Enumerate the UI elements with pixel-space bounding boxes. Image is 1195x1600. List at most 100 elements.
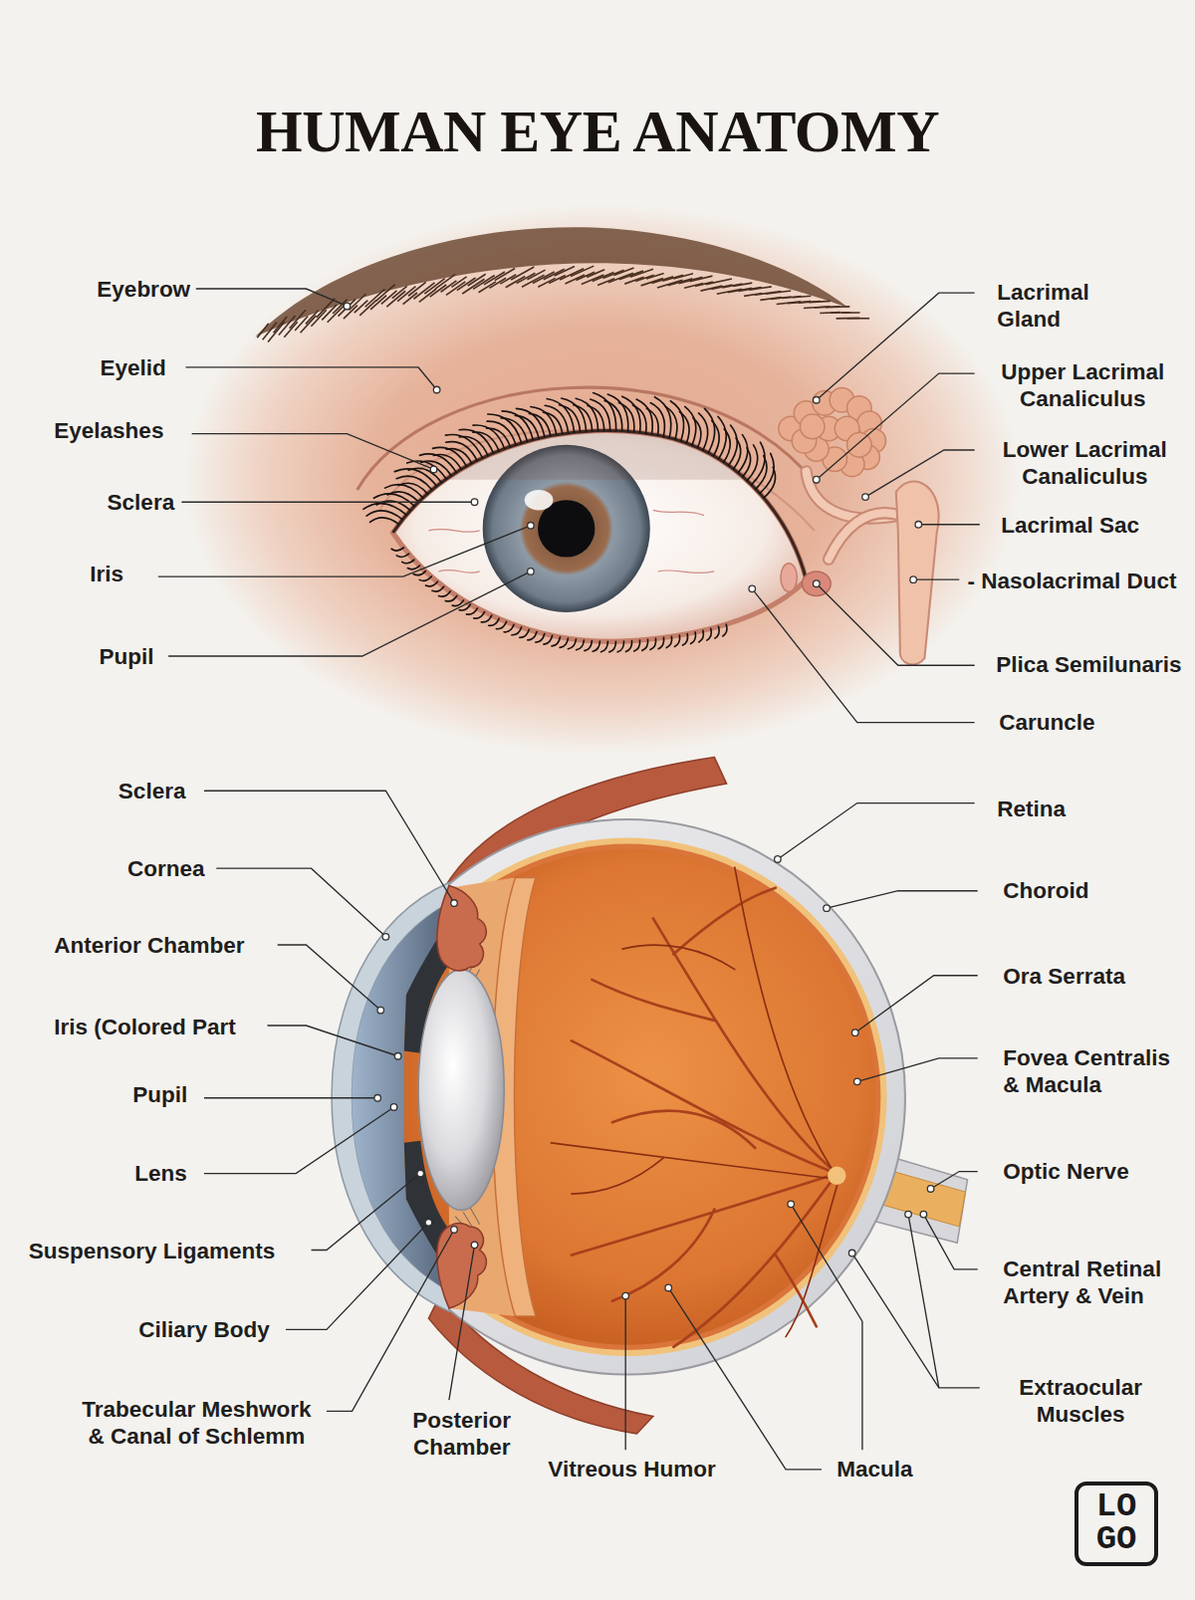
- logo-box: LO GO: [1074, 1481, 1159, 1567]
- part-label: Vitreous Humor: [547, 1455, 716, 1483]
- eyelash: [650, 638, 657, 650]
- leader-line: [204, 1097, 378, 1099]
- eyelash: [705, 408, 716, 453]
- external-eye: [183, 204, 1020, 755]
- eyelash: [622, 396, 641, 433]
- eyelash: [495, 621, 506, 629]
- eyelash: [679, 412, 690, 444]
- leader-line: [826, 891, 978, 909]
- leader-line: [326, 1229, 455, 1412]
- part-label: Eyelid: [99, 354, 166, 382]
- leader-line: [168, 571, 531, 657]
- brow-hair: [359, 300, 377, 316]
- eyelash: [670, 401, 684, 442]
- eyelash: [370, 517, 400, 525]
- eyelash: [573, 405, 593, 432]
- leader-line: [816, 373, 975, 480]
- part-label: Trabecular Meshwork & Canal of Schlemm: [71, 1396, 322, 1450]
- eyelash: [535, 633, 545, 643]
- diagram-title: HUMAN EYE ANATOMY: [0, 95, 1195, 168]
- brow-hair: [338, 298, 357, 316]
- part-label: Posterior Chamber: [398, 1407, 526, 1461]
- brow-hair: [608, 272, 634, 282]
- part-label: Suspensory Ligaments: [28, 1237, 276, 1265]
- eyelash: [693, 418, 702, 449]
- brow-hair: [651, 276, 674, 284]
- eyelash: [607, 394, 629, 432]
- eyelash: [445, 595, 457, 601]
- part-label: Cornea: [127, 855, 206, 883]
- brow-hair: [457, 277, 477, 291]
- eyelash: [592, 641, 600, 652]
- eyelash: [609, 641, 617, 653]
- part-label: Ciliary Body: [138, 1316, 269, 1344]
- eyelash: [587, 405, 605, 431]
- leader-dot: [748, 585, 756, 593]
- eyelash: [567, 639, 576, 650]
- part-label: Eyebrow: [96, 275, 191, 303]
- gland-lobe: [847, 433, 873, 459]
- eyelash: [527, 632, 537, 641]
- optic-disc: [827, 1166, 846, 1185]
- eyelash: [632, 405, 647, 434]
- retinal-vessels: [550, 867, 839, 1348]
- leader-dot: [823, 905, 831, 913]
- part-label: Ora Serrata: [1002, 962, 1126, 990]
- lacrimal-gland: [778, 387, 887, 477]
- leader-line: [923, 1214, 977, 1270]
- brow-hair: [706, 278, 732, 285]
- eyelash: [530, 407, 557, 436]
- eyelash: [763, 467, 776, 498]
- leader-dot: [527, 522, 535, 530]
- leader-line: [204, 1107, 395, 1175]
- brow-hair: [657, 279, 684, 288]
- eyelash: [474, 612, 485, 620]
- caruncle: [801, 571, 831, 597]
- part-label: Lacrimal Sac: [1000, 511, 1140, 539]
- leader-dot: [417, 1170, 425, 1178]
- eyelash: [674, 635, 680, 647]
- brow-hair: [397, 286, 416, 302]
- leader-dot: [927, 1186, 935, 1194]
- brow-hair: [765, 290, 791, 294]
- ciliary-upper: [437, 886, 486, 971]
- leader-line: [855, 975, 978, 1033]
- skin: [183, 204, 1020, 755]
- leader-line: [865, 450, 975, 497]
- leader-dot: [390, 1104, 398, 1112]
- part-label: Fovea Centralis & Macula: [1002, 1044, 1190, 1099]
- eyelash: [601, 641, 609, 652]
- leader-dot: [622, 1292, 630, 1300]
- leader-line: [216, 868, 386, 938]
- eyelash: [480, 615, 492, 623]
- brow-hair: [581, 274, 605, 285]
- brow-hair: [348, 293, 366, 310]
- part-label: Pupil: [98, 643, 154, 671]
- leader-dot: [851, 1029, 859, 1037]
- leader-dot: [774, 856, 782, 864]
- eyelash: [755, 456, 767, 489]
- brow-hair: [613, 267, 634, 275]
- leader-dot: [910, 576, 918, 584]
- eyelash: [576, 640, 585, 651]
- eyelash: [373, 493, 415, 506]
- leader-dot: [665, 1284, 673, 1292]
- ciliary-lower: [437, 1223, 486, 1309]
- leader-dot: [787, 1200, 795, 1208]
- leader-dot: [854, 1078, 862, 1086]
- eyelash: [685, 406, 697, 446]
- leader-line: [186, 367, 438, 391]
- brow-hair: [646, 272, 665, 279]
- lid-shadow: [393, 431, 807, 581]
- eyelash: [402, 559, 415, 564]
- leader-dot: [813, 580, 821, 588]
- eyelash: [452, 600, 464, 607]
- eyelash: [396, 476, 433, 490]
- part-label: Anterior Chamber: [53, 932, 244, 959]
- brow-hair: [597, 278, 615, 286]
- brow-hair: [548, 274, 566, 283]
- eyelash: [503, 624, 514, 633]
- leader-line: [852, 1253, 980, 1389]
- part-label: Macula: [836, 1455, 913, 1483]
- brow-hair: [289, 309, 306, 328]
